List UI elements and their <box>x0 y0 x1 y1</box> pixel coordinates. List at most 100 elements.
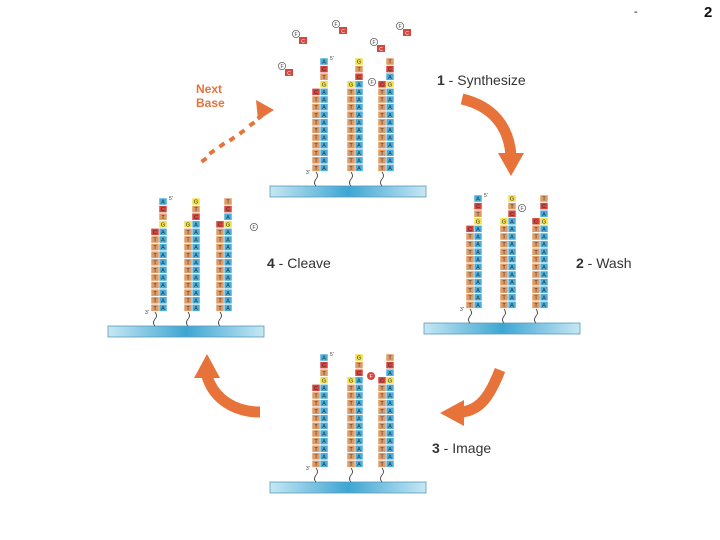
template-base-letter: A <box>388 439 392 445</box>
growing-base-letter: T <box>349 158 353 164</box>
template-base-letter: A <box>388 151 392 157</box>
template-base <box>385 57 395 66</box>
growing-base <box>346 126 356 134</box>
template-base-letter: A <box>542 235 546 241</box>
growing-base-letter: T <box>380 158 384 164</box>
free-fluorophore <box>331 19 340 28</box>
template-base-letter: G <box>194 200 198 206</box>
growing-base-letter: T <box>349 98 353 104</box>
template-base <box>223 212 233 221</box>
template-base-letter: A <box>194 245 198 251</box>
growing-base-letter: T <box>380 462 384 468</box>
free-base-letter: C <box>287 71 291 77</box>
template-base-letter: A <box>510 280 514 286</box>
cycle-arrow-image-to-cleave <box>194 354 261 418</box>
template-base-letter: A <box>357 128 361 134</box>
template-base <box>158 197 168 206</box>
growing-base-letter: T <box>349 105 353 111</box>
template-base-letter: A <box>388 462 392 468</box>
growing-base-letter: T <box>349 409 353 415</box>
template-base-letter: T <box>476 212 480 218</box>
growing-base-letter: T <box>186 268 190 274</box>
template-base-letter: A <box>226 276 230 282</box>
linker <box>153 311 157 327</box>
next-base-arrow-dash <box>248 120 256 128</box>
growing-base <box>183 258 193 267</box>
growing-base <box>531 293 541 302</box>
growing-base <box>377 422 387 430</box>
template-base-letter: C <box>542 204 546 210</box>
growing-base <box>311 95 321 104</box>
three-prime-label: 3' <box>145 310 149 316</box>
growing-base <box>531 217 541 226</box>
next-base-arrow-head <box>256 100 274 120</box>
growing-base-letter: T <box>380 394 384 400</box>
growing-base-letter: T <box>186 283 190 289</box>
page-number: 2 <box>704 4 713 21</box>
growing-base <box>183 304 193 312</box>
growing-base <box>215 258 225 267</box>
template-base-letter: T <box>357 67 361 73</box>
template-base-letter: A <box>322 105 326 111</box>
growing-base-letter: T <box>534 280 538 286</box>
fluorophore-label: F <box>294 32 297 38</box>
growing-base <box>346 141 356 149</box>
template-base-letter: A <box>357 166 361 172</box>
growing-base-letter: T <box>380 447 384 453</box>
template-base-letter: A <box>357 386 361 392</box>
growing-base <box>311 148 321 157</box>
growing-base-letter: T <box>380 424 384 430</box>
growing-base-letter: T <box>380 401 384 407</box>
next-base-arrow-dash <box>238 128 246 136</box>
growing-base <box>377 110 387 119</box>
growing-base <box>346 88 356 96</box>
template-base-letter: A <box>226 230 230 236</box>
template-base <box>319 353 329 362</box>
template-base-letter: T <box>510 204 514 210</box>
growing-base-letter: T <box>534 227 538 233</box>
growing-base-letter: T <box>186 253 190 259</box>
growing-base-letter: T <box>349 136 353 142</box>
template-base-letter: A <box>542 288 546 294</box>
template-base <box>385 361 395 369</box>
step-label-synthesize: 1 - Synthesize <box>437 72 526 88</box>
growing-base-letter: C <box>153 230 157 236</box>
growing-base-letter: T <box>502 242 506 248</box>
growing-base-letter: T <box>153 245 157 251</box>
growing-base-letter: T <box>380 386 384 392</box>
template-base-letter: A <box>510 242 514 248</box>
growing-base <box>531 278 541 286</box>
template-base-letter: A <box>542 250 546 256</box>
template-base-letter: A <box>322 120 326 126</box>
template-base-letter: A <box>388 98 392 104</box>
growing-base-letter: T <box>534 265 538 271</box>
template-base <box>354 57 364 66</box>
template-base-letter: G <box>542 219 546 225</box>
template-base-letter: G <box>357 60 361 66</box>
template-base-letter: T <box>388 60 392 66</box>
growing-base-letter: T <box>153 260 157 266</box>
template-base-letter: A <box>476 250 480 256</box>
growing-base <box>311 414 321 423</box>
growing-base-letter: T <box>186 238 190 244</box>
template-base-letter: A <box>388 136 392 142</box>
growing-base <box>531 263 541 271</box>
template-base-letter: A <box>322 158 326 164</box>
template-base-letter: C <box>388 67 392 73</box>
template-base-letter: A <box>357 151 361 157</box>
step-number-4: 4 <box>267 255 275 271</box>
growing-base <box>377 414 387 423</box>
template-base <box>319 376 329 385</box>
template-base-letter: A <box>542 273 546 279</box>
growing-base <box>531 301 541 309</box>
template-base <box>385 65 395 73</box>
step-label-cleave: 4 - Cleave <box>267 255 331 271</box>
growing-base <box>346 156 356 165</box>
template-base-letter: A <box>161 291 165 297</box>
template-base-letter: A <box>357 98 361 104</box>
growing-base-letter: T <box>380 128 384 134</box>
template-base-letter: A <box>388 113 392 119</box>
growing-base-letter: T <box>502 288 506 294</box>
growing-base-letter: T <box>468 280 472 286</box>
template-base-letter: A <box>194 268 198 274</box>
